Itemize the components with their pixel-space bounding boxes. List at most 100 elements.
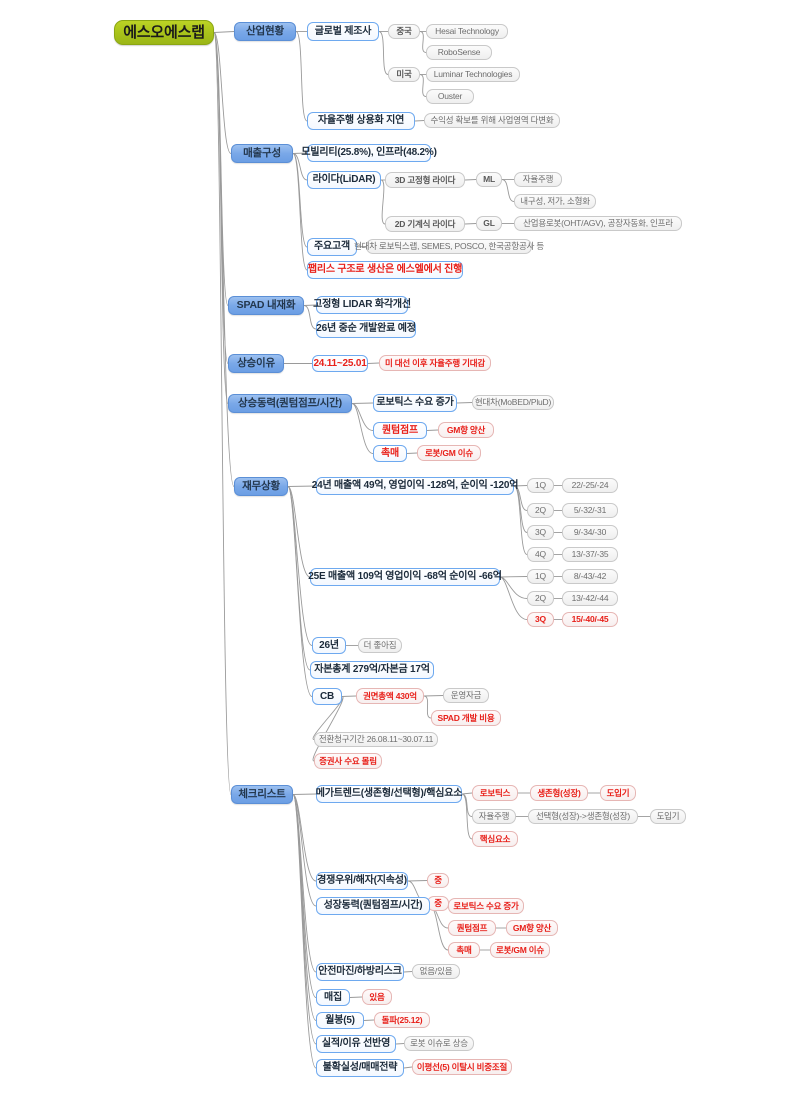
mindmap-node-lf-china[interactable]: 중국 xyxy=(388,24,420,39)
mindmap-node-lf-gl[interactable]: GL xyxy=(476,216,502,231)
mindmap-node-lf-auto2[interactable]: 자율주행 xyxy=(472,809,516,824)
mindmap-node-lf-q2av[interactable]: 5/-32/-31 xyxy=(562,503,618,518)
mindmap-node-l2-margin[interactable]: 안전마진/하방리스크 xyxy=(316,963,404,981)
mindmap-node-l2-uncert[interactable]: 불확실성/매매전략 xyxy=(316,1059,404,1077)
mindmap-edge xyxy=(499,576,528,578)
mindmap-node-lf-intro2[interactable]: 도입기 xyxy=(650,809,686,824)
mindmap-node-lf-strategy[interactable]: 이평선(5) 이탈시 비중조절 xyxy=(412,1059,512,1075)
mindmap-node-l2-global[interactable]: 글로벌 제조사 xyxy=(307,22,379,41)
mindmap-node-l2-fin25[interactable]: 25E 매출액 109억 영업이익 -68억 순이익 -66억 xyxy=(308,568,502,586)
mindmap-node-lf-customers[interactable]: 현대차 로보틱스랩, SEMES, POSCO, 한국공항공사 등 xyxy=(354,239,544,254)
mindmap-node-l2-robodemand[interactable]: 로보틱스 수요 증가 xyxy=(373,394,457,412)
mindmap-edge xyxy=(213,32,229,306)
mindmap-node-lf-core[interactable]: 핵심요소 xyxy=(472,831,518,847)
mindmap-node-l2-quantum[interactable]: 퀀텀점프 xyxy=(373,422,427,439)
mindmap-node-lf-robosense[interactable]: RoboSense xyxy=(426,45,492,60)
mindmap-node-l2-delay[interactable]: 자율주행 상용화 지연 xyxy=(307,112,415,130)
mindmap-node-b-revenue[interactable]: 매출구성 xyxy=(231,144,293,163)
mindmap-node-lf-q1av[interactable]: 22/-25/-24 xyxy=(562,478,618,493)
mindmap-node-lf-better[interactable]: 더 좋아짐 xyxy=(358,638,402,653)
mindmap-node-lf-break[interactable]: 돌파(25.12) xyxy=(374,1012,430,1028)
mindmap-node-l2-mega[interactable]: 메가트렌드(생존형/선택형)/핵심요소 xyxy=(316,785,462,803)
mindmap-node-lf-q3av[interactable]: 9/-34/-30 xyxy=(562,525,618,540)
mindmap-node-l2-period[interactable]: 24.11~25.01 xyxy=(312,355,368,372)
mindmap-node-lf-gm[interactable]: GM향 양산 xyxy=(438,422,494,438)
mindmap-edge xyxy=(292,793,317,795)
mindmap-edge xyxy=(287,486,311,671)
mindmap-node-lf-catalyst2[interactable]: 촉매 xyxy=(448,942,480,958)
mindmap-node-l2-dev26[interactable]: 26년 중순 개발완료 예정 xyxy=(316,320,416,338)
mindmap-edge xyxy=(380,179,386,225)
mindmap-edge xyxy=(213,32,235,487)
mindmap-node-lf-spadcost[interactable]: SPAD 개발 비용 xyxy=(431,710,501,726)
mindmap-node-l2-growth[interactable]: 성장동력(퀀텀점프/시간) xyxy=(316,897,430,915)
mindmap-node-lf-ouster[interactable]: Ouster xyxy=(426,89,474,104)
mindmap-node-l2-fin24[interactable]: 24년 매출액 49억, 영업이익 -128억, 순이익 -120억 xyxy=(312,477,518,495)
mindmap-node-lf-ml[interactable]: ML xyxy=(476,172,502,187)
mindmap-node-l2-mix[interactable]: 모빌리티(25.8%), 인프라(48.2%) xyxy=(301,144,437,162)
mindmap-node-lf-q4av[interactable]: 13/-37/-35 xyxy=(562,547,618,562)
mindmap-node-lf-intro1[interactable]: 도입기 xyxy=(600,785,636,801)
mindmap-node-lf-robotics[interactable]: 로보틱스 xyxy=(472,785,518,801)
mindmap-node-lf-q3a[interactable]: 3Q xyxy=(527,525,554,540)
mindmap-node-b-industry[interactable]: 산업현황 xyxy=(234,22,296,41)
mindmap-node-lf-3d[interactable]: 3D 고정형 라이다 xyxy=(385,172,465,188)
mindmap-node-lf-cbperiod[interactable]: 전환청구기간 26.08.11~30.07.11 xyxy=(314,732,438,747)
mindmap-node-lf-yes[interactable]: 있음 xyxy=(362,989,392,1005)
mindmap-node-l2-priced[interactable]: 실적/이유 선반영 xyxy=(316,1035,396,1053)
mindmap-node-lf-q2a[interactable]: 2Q xyxy=(527,503,554,518)
mindmap-node-l2-catalyst[interactable]: 촉매 xyxy=(373,445,407,462)
mindmap-node-l2-customer[interactable]: 주요고객 xyxy=(307,238,357,256)
mindmap-node-b-check[interactable]: 체크리스트 xyxy=(231,785,293,804)
mindmap-node-lf-gm2[interactable]: GM향 양산 xyxy=(506,920,558,936)
mindmap-node-b-fin[interactable]: 재무상황 xyxy=(234,477,288,496)
mindmap-node-lf-diversify[interactable]: 수익성 확보를 위해 사업영역 다변화 xyxy=(424,113,560,128)
mindmap-node-l2-fabless[interactable]: 팹리스 구조로 생산은 에스엘에서 진행 xyxy=(307,261,463,279)
mindmap-edge xyxy=(423,695,432,719)
mindmap-node-b-reason[interactable]: 상승이유 xyxy=(228,354,284,373)
mindmap-node-l2-accum[interactable]: 매집 xyxy=(316,989,350,1006)
mindmap-node-lf-mid2[interactable]: 중 xyxy=(427,896,449,911)
mindmap-node-lf-q1b[interactable]: 1Q xyxy=(527,569,554,584)
mindmap-node-lf-luminar[interactable]: Luminar Technologies xyxy=(426,67,520,82)
mindmap-node-l2-y26[interactable]: 26년 xyxy=(312,637,346,654)
mindmap-node-lf-2d[interactable]: 2D 기계식 라이다 xyxy=(385,216,465,232)
mindmap-edge xyxy=(395,1043,405,1045)
mindmap-node-lf-robotrise[interactable]: 로봇 이슈로 상승 xyxy=(404,1036,474,1051)
mindmap-node-lf-indrobot[interactable]: 산업용로봇(OHT/AGV), 공장자동화, 인프라 xyxy=(514,216,682,231)
mindmap-node-lf-q1bv[interactable]: 8/-43/-42 xyxy=(562,569,618,584)
mindmap-node-l2-equity[interactable]: 자본총계 279억/자본금 17억 xyxy=(310,661,434,679)
mindmap-node-lf-q3bv[interactable]: 15/-40/-45 xyxy=(562,612,618,627)
mindmap-node-lf-q2bv[interactable]: 13/-42/-44 xyxy=(562,591,618,606)
mindmap-node-lf-robotgm[interactable]: 로봇/GM 이슈 xyxy=(417,445,481,461)
mindmap-node-l2-moat[interactable]: 경쟁우위/해자(지속성) xyxy=(316,872,408,890)
mindmap-node-lf-durable[interactable]: 내구성, 저가, 소형화 xyxy=(514,194,596,209)
mindmap-node-lf-hesai[interactable]: Hesai Technology xyxy=(426,24,508,39)
mindmap-node-lf-election[interactable]: 미 대선 이후 자율주행 기대감 xyxy=(379,355,491,371)
mindmap-node-root[interactable]: 에스오에스랩 xyxy=(114,20,214,45)
mindmap-node-l2-fov[interactable]: 고정형 LIDAR 화각개선 xyxy=(313,296,411,314)
mindmap-node-lf-opfund[interactable]: 운영자금 xyxy=(443,688,489,703)
mindmap-node-lf-q1a[interactable]: 1Q xyxy=(527,478,554,493)
mindmap-node-lf-robotgm2[interactable]: 로봇/GM 이슈 xyxy=(490,942,550,958)
mindmap-node-lf-robodemand2[interactable]: 로보틱스 수요 증가 xyxy=(448,898,524,914)
mindmap-node-lf-auto1[interactable]: 자율주행 xyxy=(514,172,562,187)
mindmap-node-lf-survive[interactable]: 생존형(성장) xyxy=(530,785,588,801)
mindmap-node-b-spad[interactable]: SPAD 내재화 xyxy=(228,296,304,315)
mindmap-node-l2-cb[interactable]: CB xyxy=(312,688,342,705)
mindmap-node-lf-select[interactable]: 선택형(성장)->생존형(성장) xyxy=(528,809,638,824)
mindmap-node-lf-hyundai[interactable]: 현대차(MoBED/PluD) xyxy=(472,395,554,410)
mindmap-node-lf-usa[interactable]: 미국 xyxy=(388,67,420,82)
mindmap-node-lf-quantum2[interactable]: 퀀텀점프 xyxy=(448,920,496,936)
mindmap-node-lf-q2b[interactable]: 2Q xyxy=(527,591,554,606)
mindmap-node-lf-brokers[interactable]: 증권사 수요 몰림 xyxy=(314,753,382,769)
mindmap-node-lf-none[interactable]: 없음/있음 xyxy=(412,964,460,979)
mindmap-node-b-driver[interactable]: 상승동력(퀀텀점프/시간) xyxy=(228,394,352,413)
mindmap-node-lf-mid1[interactable]: 중 xyxy=(427,873,449,888)
mindmap-edge xyxy=(461,793,473,840)
mindmap-node-lf-q3b[interactable]: 3Q xyxy=(527,612,554,627)
mindmap-node-lf-cbamt[interactable]: 권면총액 430억 xyxy=(356,688,424,704)
mindmap-node-l2-lidar[interactable]: 라이다(LiDAR) xyxy=(307,171,381,189)
mindmap-node-l2-monthly[interactable]: 월봉(5) xyxy=(316,1012,364,1029)
mindmap-node-lf-q4a[interactable]: 4Q xyxy=(527,547,554,562)
